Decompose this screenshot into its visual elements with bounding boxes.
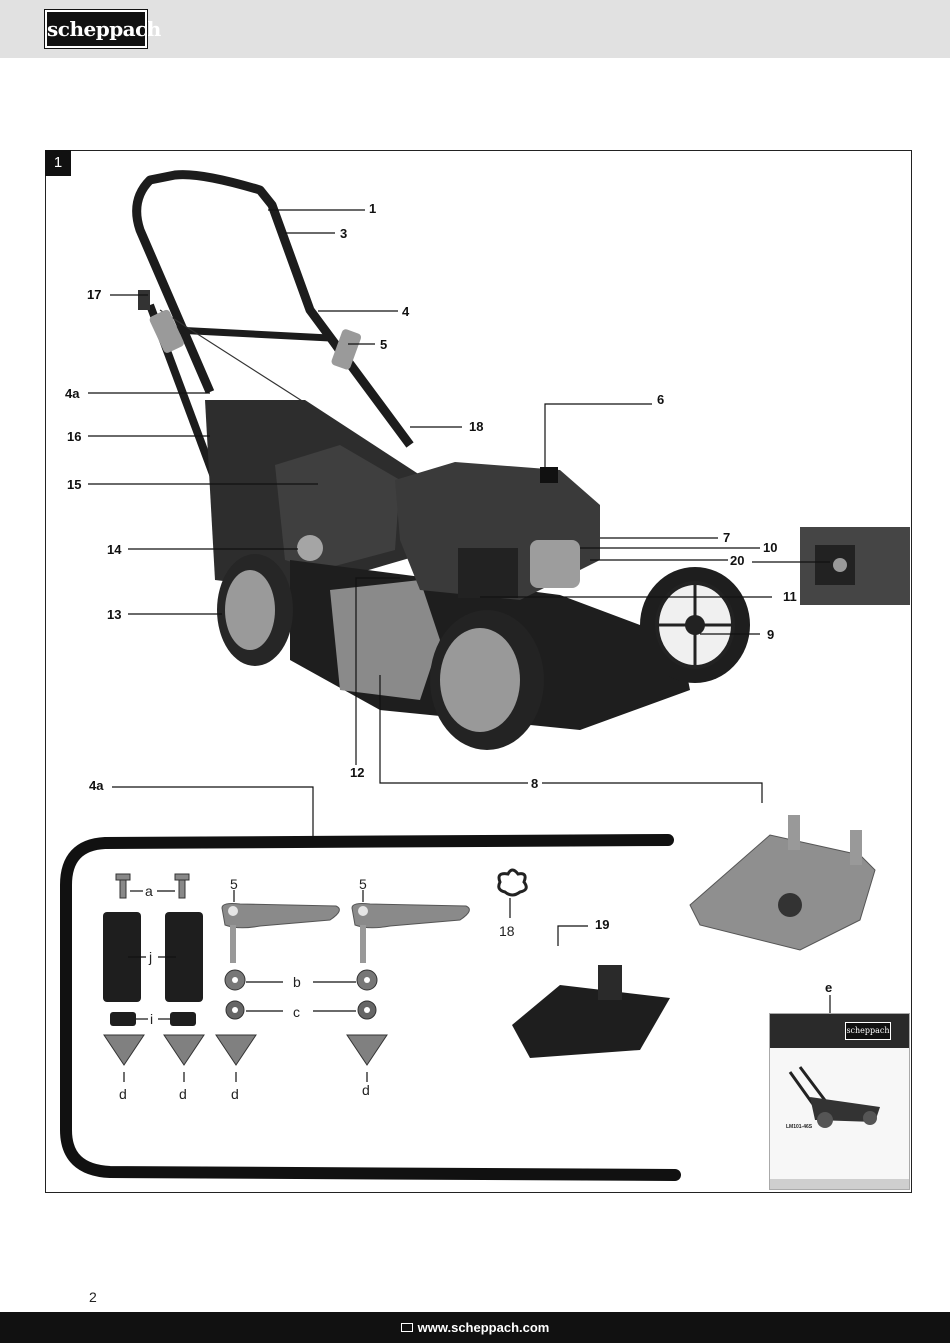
leader-12 [355, 577, 400, 765]
label-10: 10 [763, 540, 778, 555]
washer-hole [364, 1007, 370, 1013]
inset-valve [833, 558, 847, 572]
label-b: b [293, 974, 301, 990]
quick-release-lever-5-left [221, 903, 340, 929]
engine-cover [530, 540, 580, 588]
screw-a-shank [119, 879, 127, 899]
label-d-2: d [179, 1086, 187, 1102]
label-i: i [150, 1011, 154, 1027]
screw-a-head [115, 873, 131, 881]
knob-d [346, 1034, 388, 1066]
label-6: 6 [657, 392, 665, 407]
fuel-tank [458, 548, 518, 598]
washer-hole [232, 1007, 238, 1013]
label-4a: 4a [65, 386, 80, 401]
lower-handle-bar [60, 834, 681, 1181]
quick-release-lever-right [331, 329, 362, 370]
screw-a-shank [178, 879, 186, 899]
label-5: 5 [380, 337, 388, 352]
label-11: 11 [783, 589, 797, 604]
deck-cover [330, 580, 440, 700]
leader-8-right [542, 782, 763, 803]
monitor-icon [400, 1323, 413, 1332]
label-8: 8 [531, 776, 539, 791]
figure-number: 1 [45, 150, 71, 176]
label-7: 7 [723, 530, 731, 545]
manual-mower-image [788, 1066, 880, 1128]
manual-mower-wheel [863, 1111, 877, 1125]
label-d-3: d [231, 1086, 239, 1102]
oil-cap [540, 467, 558, 483]
clip-i-right [170, 1012, 196, 1026]
label-4: 4 [402, 304, 410, 319]
handle-crossbar [174, 326, 348, 362]
lever-bolt [360, 925, 366, 963]
label-15: 15 [67, 477, 82, 492]
label-5-left: 5 [230, 876, 238, 892]
label-13: 13 [107, 607, 122, 622]
knob-d [103, 1034, 145, 1066]
spacer-j-right [165, 912, 203, 1002]
label-18-part: 18 [499, 923, 515, 939]
label-e: e [825, 980, 833, 995]
label-17: 17 [87, 287, 102, 302]
footer-url[interactable]: www.scheppach.com [417, 1320, 550, 1335]
discharge-bracket [788, 815, 800, 850]
knob-d [163, 1034, 205, 1066]
cable-clip-18 [497, 868, 528, 897]
label-12: 12 [350, 765, 365, 780]
washer-hole [364, 977, 370, 983]
page-footer: www.scheppach.com [0, 1312, 950, 1343]
screw-a-head [174, 873, 190, 881]
lever-pin [358, 906, 368, 916]
upper-handle [132, 170, 414, 448]
mulching-insert-handle [598, 965, 622, 1000]
leader-19 [557, 925, 588, 946]
label-d-1: d [119, 1086, 127, 1102]
label-j: j [149, 949, 153, 965]
label-18: 18 [469, 419, 484, 434]
manual-cover-footer [770, 1179, 909, 1189]
label-19: 19 [595, 917, 610, 932]
mulching-insert [512, 985, 670, 1058]
quick-release-lever-left [149, 309, 184, 353]
rear-wheel-hub [225, 570, 275, 650]
label-a: a [145, 883, 153, 899]
leader-8-left [379, 675, 528, 784]
scheppach-logo: scheppach [44, 9, 161, 49]
leader-4a-bottom [112, 786, 314, 836]
washer-hole [232, 977, 238, 983]
quick-release-lever-5-right [351, 903, 470, 929]
clip-i-left [110, 1012, 136, 1026]
height-adjust-knob [297, 535, 323, 561]
label-16: 16 [67, 429, 82, 444]
label-c: c [293, 1004, 300, 1020]
label-1: 1 [369, 201, 377, 216]
discharge-bracket [850, 830, 862, 865]
label-9: 9 [767, 627, 775, 642]
manual-mower-wheel [817, 1112, 833, 1128]
label-3: 3 [340, 226, 348, 241]
manual-logo: scheppach [845, 1022, 891, 1040]
knob-d [215, 1034, 257, 1066]
operating-manual-thumbnail: scheppach LM101-46S [769, 1013, 910, 1190]
spacer-j-left [103, 912, 141, 1002]
cable-clip [138, 290, 150, 310]
page-header: scheppach [0, 0, 950, 58]
page-number: 2 [89, 1289, 97, 1305]
lever-bolt [230, 925, 236, 963]
lever-pin [228, 906, 238, 916]
label-14: 14 [107, 542, 122, 557]
side-discharge [689, 834, 876, 951]
label-4a-bottom: 4a [89, 778, 104, 793]
leader-6 [544, 403, 652, 470]
manual-model: LM101-46S [786, 1124, 813, 1130]
label-5-right: 5 [359, 876, 367, 892]
front-wheel-hub [440, 628, 520, 732]
figure-frame [45, 150, 912, 1193]
label-d-4: d [362, 1082, 370, 1098]
discharge-bolt [778, 893, 802, 917]
label-20: 20 [730, 553, 745, 568]
